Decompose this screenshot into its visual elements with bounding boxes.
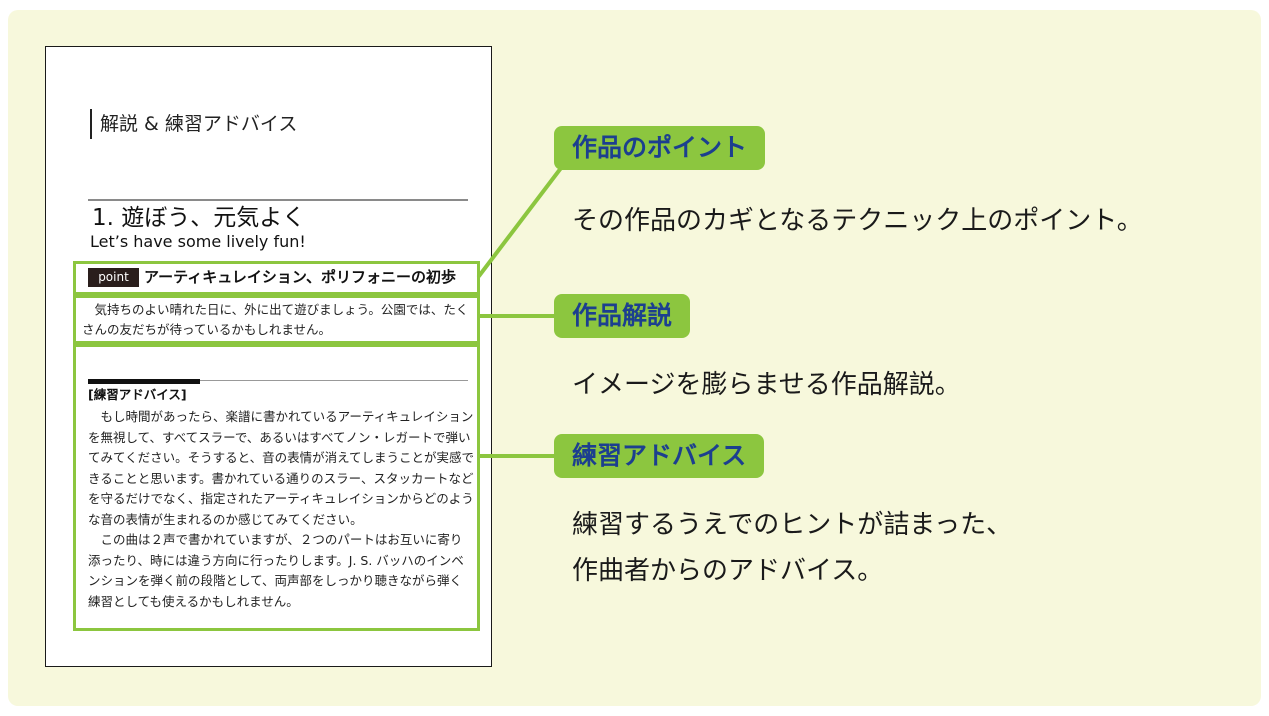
- callout-description-line: 練習するうえでのヒントが詰まった、: [572, 510, 1013, 540]
- callout-description-description: イメージを膨らませる作品解説。: [572, 370, 961, 400]
- advice-label: [練習アドバイス]: [88, 387, 187, 402]
- piece-title: 1. 遊ぼう、元気よく: [92, 205, 306, 231]
- callout-description-line: 作曲者からのアドバイス。: [572, 556, 884, 586]
- advice-rule-accent: [88, 379, 200, 384]
- callout-label-point: 作品のポイント: [554, 126, 766, 170]
- description-highlight-box: [73, 295, 480, 344]
- callout-description-point: その作品のカギとなるテクニック上のポイント。: [572, 206, 1143, 236]
- advice-body: もし時間があったら、楽譜に書かれているアーティキュレイションを無視して、すべてス…: [88, 407, 474, 612]
- callout-label-advice: 練習アドバイス: [554, 434, 765, 478]
- callout-description-advice: 練習するうえでのヒントが詰まった、 作曲者からのアドバイス。: [572, 502, 1012, 594]
- explanation-panel: 解説 & 練習アドバイス 1. 遊ぼう、元気よく Let’s have some…: [8, 10, 1261, 706]
- title-rule: [88, 199, 468, 201]
- callout-label-description: 作品解説: [554, 294, 691, 338]
- piece-subtitle: Let’s have some lively fun!: [90, 232, 306, 251]
- advice-paragraph: もし時間があったら、楽譜に書かれているアーティキュレイションを無視して、すべてス…: [88, 409, 475, 527]
- advice-rule: [88, 380, 468, 381]
- advice-highlight-box: [73, 344, 480, 631]
- connector-lines: [477, 166, 563, 458]
- point-tag: point: [88, 268, 139, 287]
- advice-paragraph: この曲は２声で書かれていますが、２つのパートはお互いに寄り添ったり、時には違う方…: [88, 532, 464, 609]
- point-highlight-box: [73, 261, 480, 295]
- piece-description: 気持ちのよい晴れた日に、外に出て遊びましょう。公園では、たくさんの友だちが待って…: [82, 300, 474, 340]
- sample-page: 解説 & 練習アドバイス 1. 遊ぼう、元気よく Let’s have some…: [45, 46, 492, 667]
- piece-description-text: 気持ちのよい晴れた日に、外に出て遊びましょう。公園では、たくさんの友だちが待って…: [82, 302, 469, 337]
- connector-point: [477, 166, 563, 278]
- page-header: 解説 & 練習アドバイス: [90, 109, 297, 139]
- point-title: アーティキュレイション、ポリフォニーの初歩: [144, 268, 457, 286]
